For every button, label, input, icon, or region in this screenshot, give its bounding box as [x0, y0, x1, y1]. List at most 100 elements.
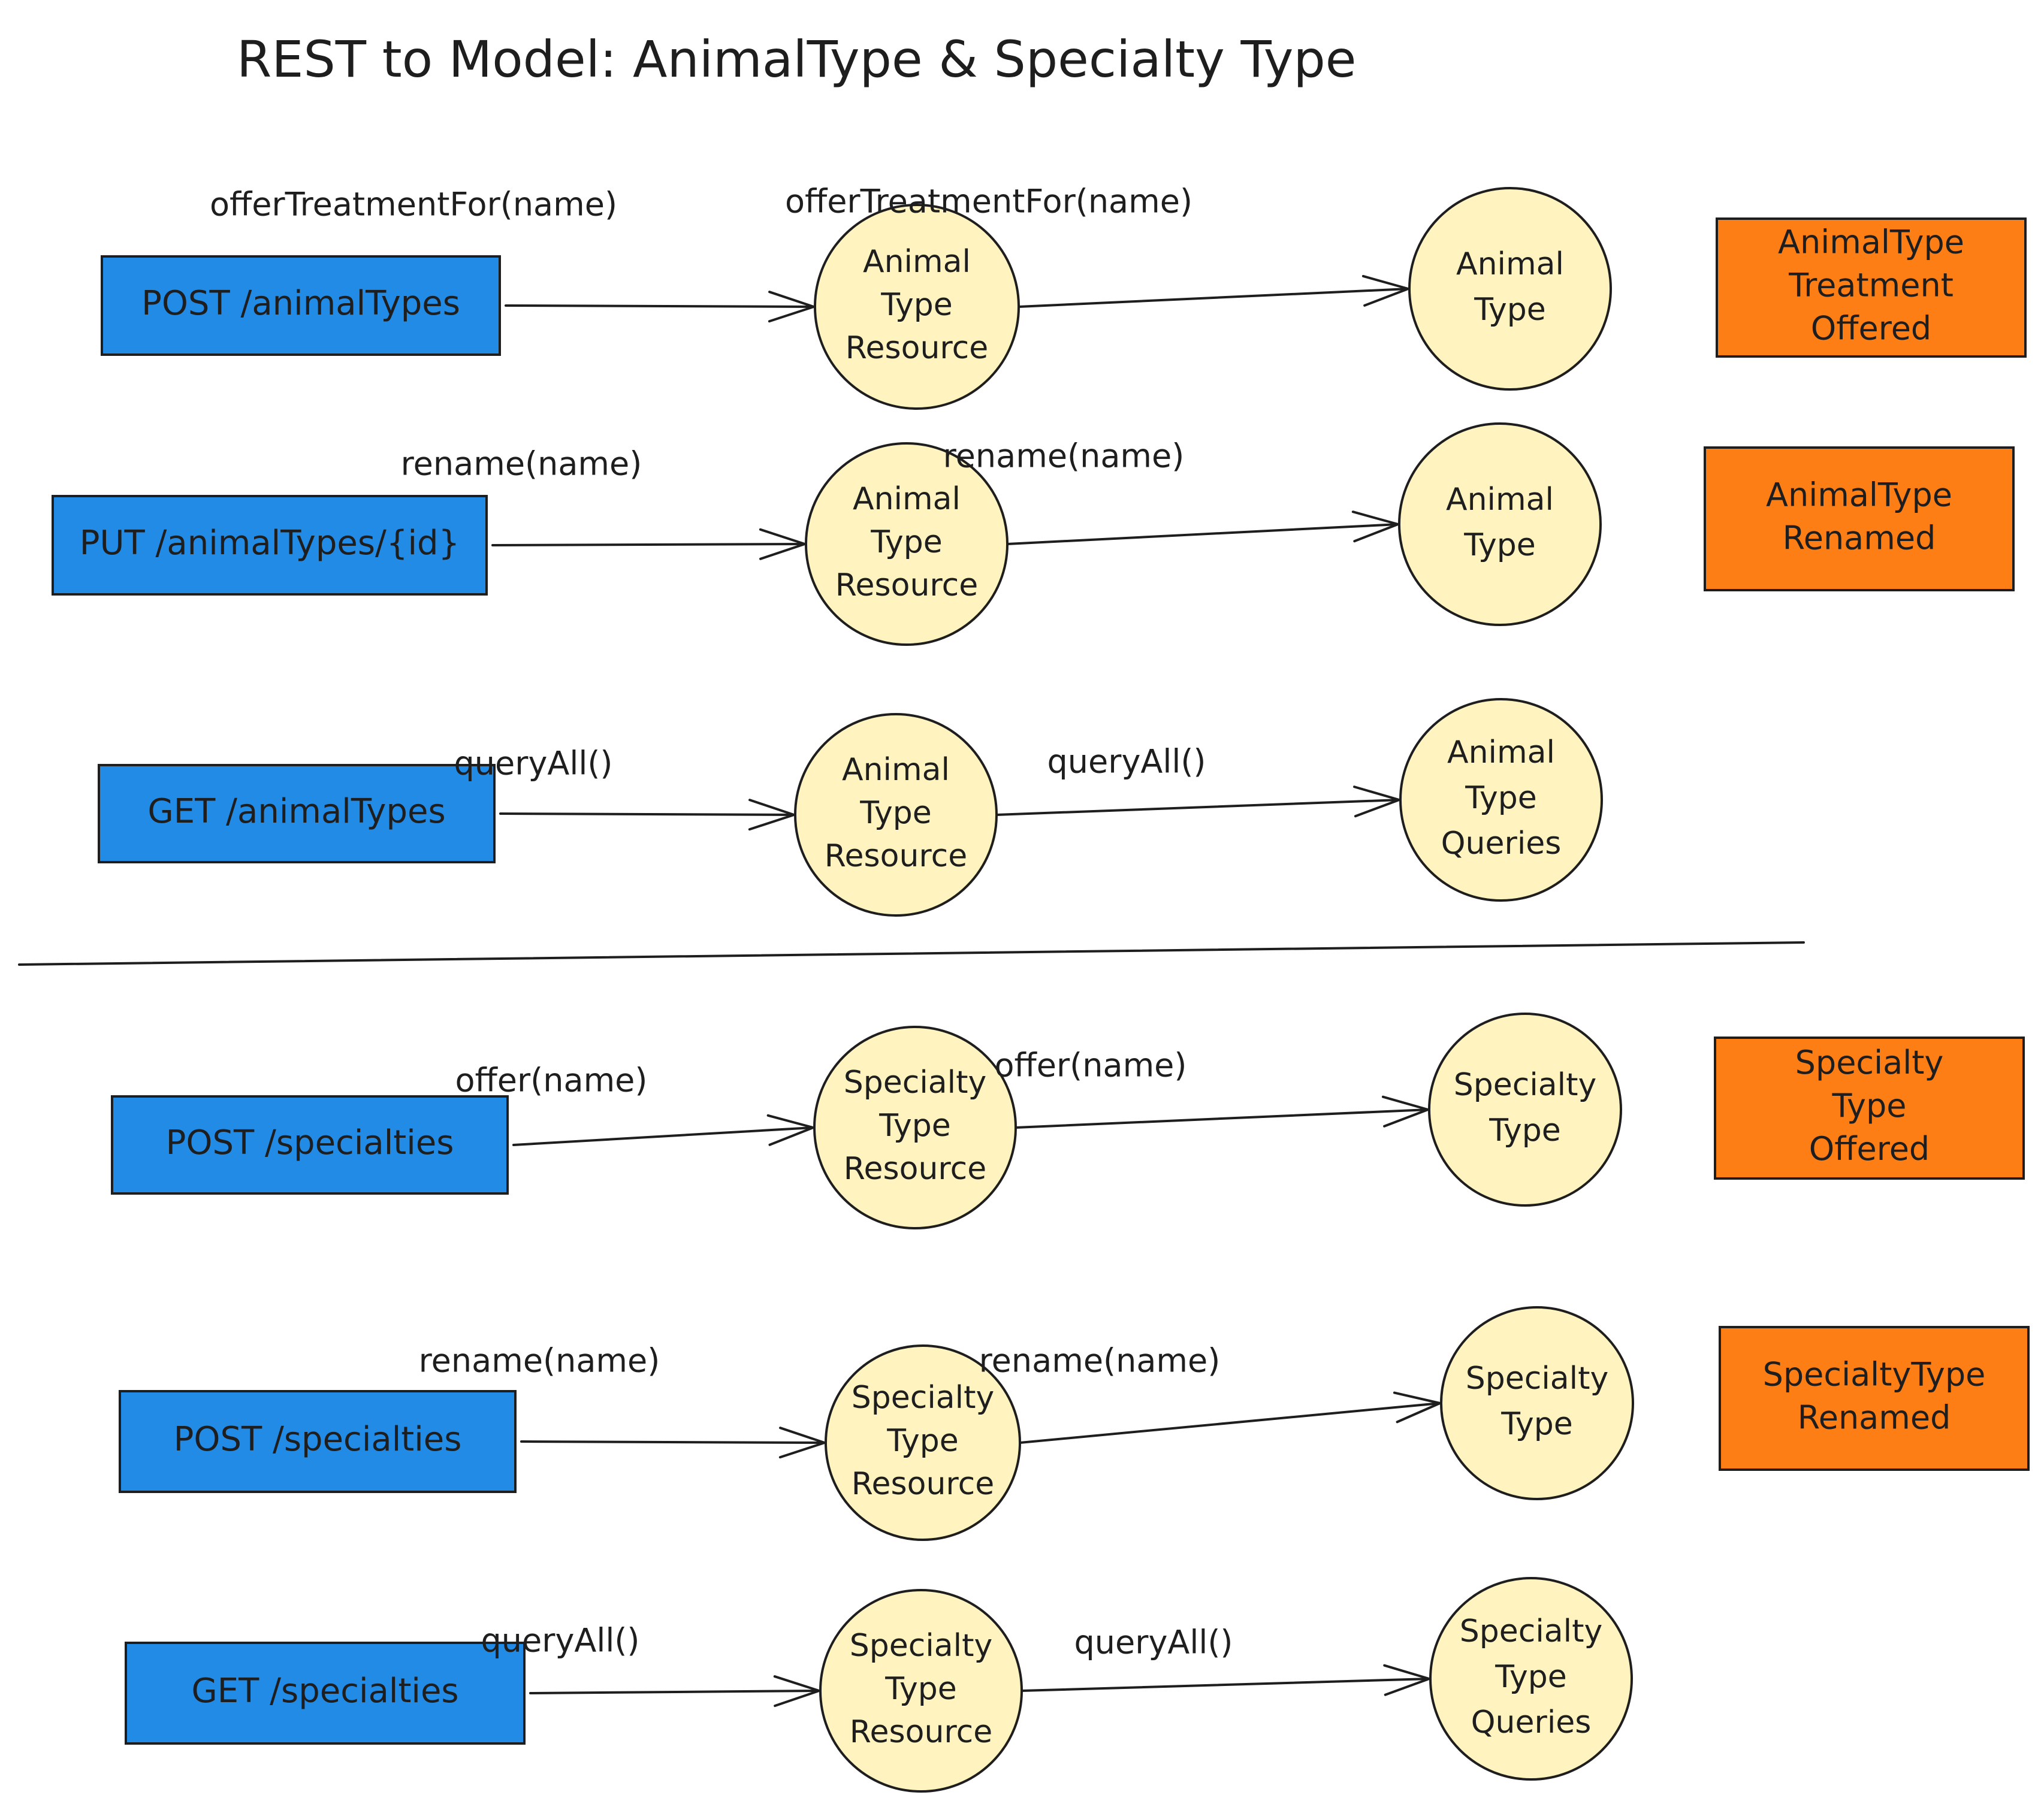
arrow-resource-to-model: [995, 785, 1400, 818]
arrow-resource-to-model: [1021, 1664, 1430, 1696]
resource-node-label-line: Resource: [825, 838, 967, 874]
model-node-label-line: Queries: [1441, 826, 1562, 862]
resource-node-label-line: Resource: [852, 1466, 994, 1502]
endpoint-box[interactable]: POST /animalTypes: [101, 255, 501, 356]
model-node-label-line: Type: [1494, 1659, 1566, 1695]
call-label-to-resource: offer(name): [455, 1062, 648, 1099]
arrow-resource-to-model: [1018, 274, 1409, 308]
flow-row: POST /specialtiesrename(name)SpecialtyTy…: [119, 1306, 2030, 1541]
endpoint-label: GET /specialties: [191, 1672, 458, 1711]
call-label-to-resource: rename(name): [401, 445, 642, 483]
endpoint-label: POST /animalTypes: [141, 284, 460, 323]
arrow-endpoint-to-resource: [499, 799, 795, 831]
resource-node-label-line: Resource: [844, 1151, 986, 1187]
domain-event-label-line: Renamed: [1798, 1399, 1951, 1437]
model-node: SpecialtyType: [1428, 1013, 1622, 1207]
domain-event-label-line: Treatment: [1788, 267, 1954, 304]
resource-node-label-line: Type: [878, 1108, 950, 1144]
resource-node-label-line: Resource: [846, 330, 988, 366]
resource-node-label-line: Animal: [842, 752, 950, 788]
resource-node-label-line: Type: [859, 795, 931, 831]
resource-node-label-line: Type: [880, 287, 952, 323]
diagram-title: REST to Model: AnimalType & Specialty Ty…: [237, 30, 1356, 89]
call-label-to-resource: offerTreatmentFor(name): [210, 186, 617, 223]
resource-node-label-line: Resource: [835, 567, 978, 603]
section-divider: [18, 941, 1805, 966]
endpoint-box[interactable]: POST /specialties: [119, 1390, 517, 1493]
call-label-to-model: offerTreatmentFor(name): [785, 183, 1192, 220]
arrow-endpoint-to-resource: [529, 1675, 820, 1708]
arrow-resource-to-model: [1015, 1095, 1429, 1129]
model-node-label-line: Type: [1465, 780, 1536, 816]
flow-row: GET /specialties queryAll() SpecialtyTypeR…: [125, 1577, 1633, 1793]
call-label-to-model: rename(name): [943, 437, 1185, 475]
endpoint-box[interactable]: PUT /animalTypes/{id}: [52, 495, 488, 596]
resource-node-label-line: Animal: [853, 481, 961, 517]
call-label-to-resource: queryAll(): [481, 1622, 640, 1660]
arrow-endpoint-to-resource: [505, 291, 815, 323]
resource-node-label-line: Specialty: [852, 1380, 995, 1416]
arrow-endpoint-to-resource: [512, 1114, 814, 1146]
model-node-label-line: Specialty: [1454, 1067, 1597, 1103]
domain-event-label-line: AnimalType: [1766, 476, 1952, 514]
domain-event-label-line: SpecialtyType: [1763, 1356, 1986, 1394]
resource-node-label-line: Animal: [863, 244, 971, 280]
resource-node-label-line: Specialty: [850, 1628, 993, 1664]
resource-node-label-line: Type: [870, 524, 942, 560]
resource-node-label-line: Type: [886, 1423, 958, 1459]
model-node: AnimalType: [1398, 422, 1602, 626]
model-node: AnimalType: [1408, 187, 1612, 391]
endpoint-box[interactable]: GET /specialties: [125, 1642, 526, 1745]
domain-event-label-line: Offered: [1811, 310, 1931, 348]
arrow-endpoint-to-resource: [520, 1427, 826, 1459]
diagram-rows: POST /animalTypes offerTreatmentFor(name)…: [52, 183, 2030, 1793]
model-node-label-line: Type: [1489, 1113, 1560, 1149]
endpoint-label: POST /specialties: [174, 1420, 462, 1459]
model-node-label-line: Specialty: [1460, 1613, 1603, 1649]
model-node-label-line: Animal: [1447, 735, 1555, 770]
arrow-resource-to-model: [1006, 510, 1399, 545]
call-label-to-model: offer(name): [995, 1047, 1187, 1084]
model-node: SpecialtyType: [1440, 1306, 1634, 1500]
endpoint-label: GET /animalTypes: [147, 792, 445, 831]
endpoint-box[interactable]: GET /animalTypes: [98, 764, 496, 863]
model-node-label-line: Queries: [1471, 1705, 1592, 1740]
call-label-to-resource: queryAll(): [454, 745, 613, 782]
domain-event-label-line: Offered: [1809, 1130, 1930, 1168]
model-node-label-line: Specialty: [1466, 1361, 1609, 1397]
arrow-endpoint-to-resource: [491, 528, 806, 560]
domain-event-label-line: Renamed: [1783, 519, 1936, 557]
model-node-label-line: Type: [1474, 292, 1545, 328]
call-label-to-model: rename(name): [979, 1342, 1221, 1380]
endpoint-label: POST /specialties: [166, 1123, 454, 1162]
flow-row: POST /specialtiesoffer(name)SpecialtyTyp…: [111, 1013, 2025, 1229]
call-label-to-model: queryAll(): [1047, 743, 1206, 781]
flow-row: GET /animalTypesqueryAll()AnimalTypeReso…: [98, 698, 1603, 917]
domain-event-label-line: Type: [1831, 1087, 1906, 1125]
arrow-resource-to-model: [1019, 1391, 1441, 1444]
flow-row: POST /animalTypes offerTreatmentFor(name)…: [101, 183, 2027, 410]
call-label-to-resource: rename(name): [419, 1342, 660, 1380]
model-node-label-line: Animal: [1456, 246, 1564, 282]
model-node-label-line: Type: [1463, 527, 1535, 563]
domain-event-label-line: AnimalType: [1778, 223, 1964, 261]
call-label-to-model: queryAll(): [1074, 1624, 1233, 1661]
model-node-label-line: Animal: [1446, 482, 1554, 518]
resource-node-label-line: Specialty: [844, 1065, 987, 1101]
model-node-label-line: Type: [1500, 1406, 1572, 1442]
endpoint-box[interactable]: POST /specialties: [111, 1095, 509, 1195]
endpoint-label: PUT /animalTypes/{id}: [80, 524, 460, 563]
